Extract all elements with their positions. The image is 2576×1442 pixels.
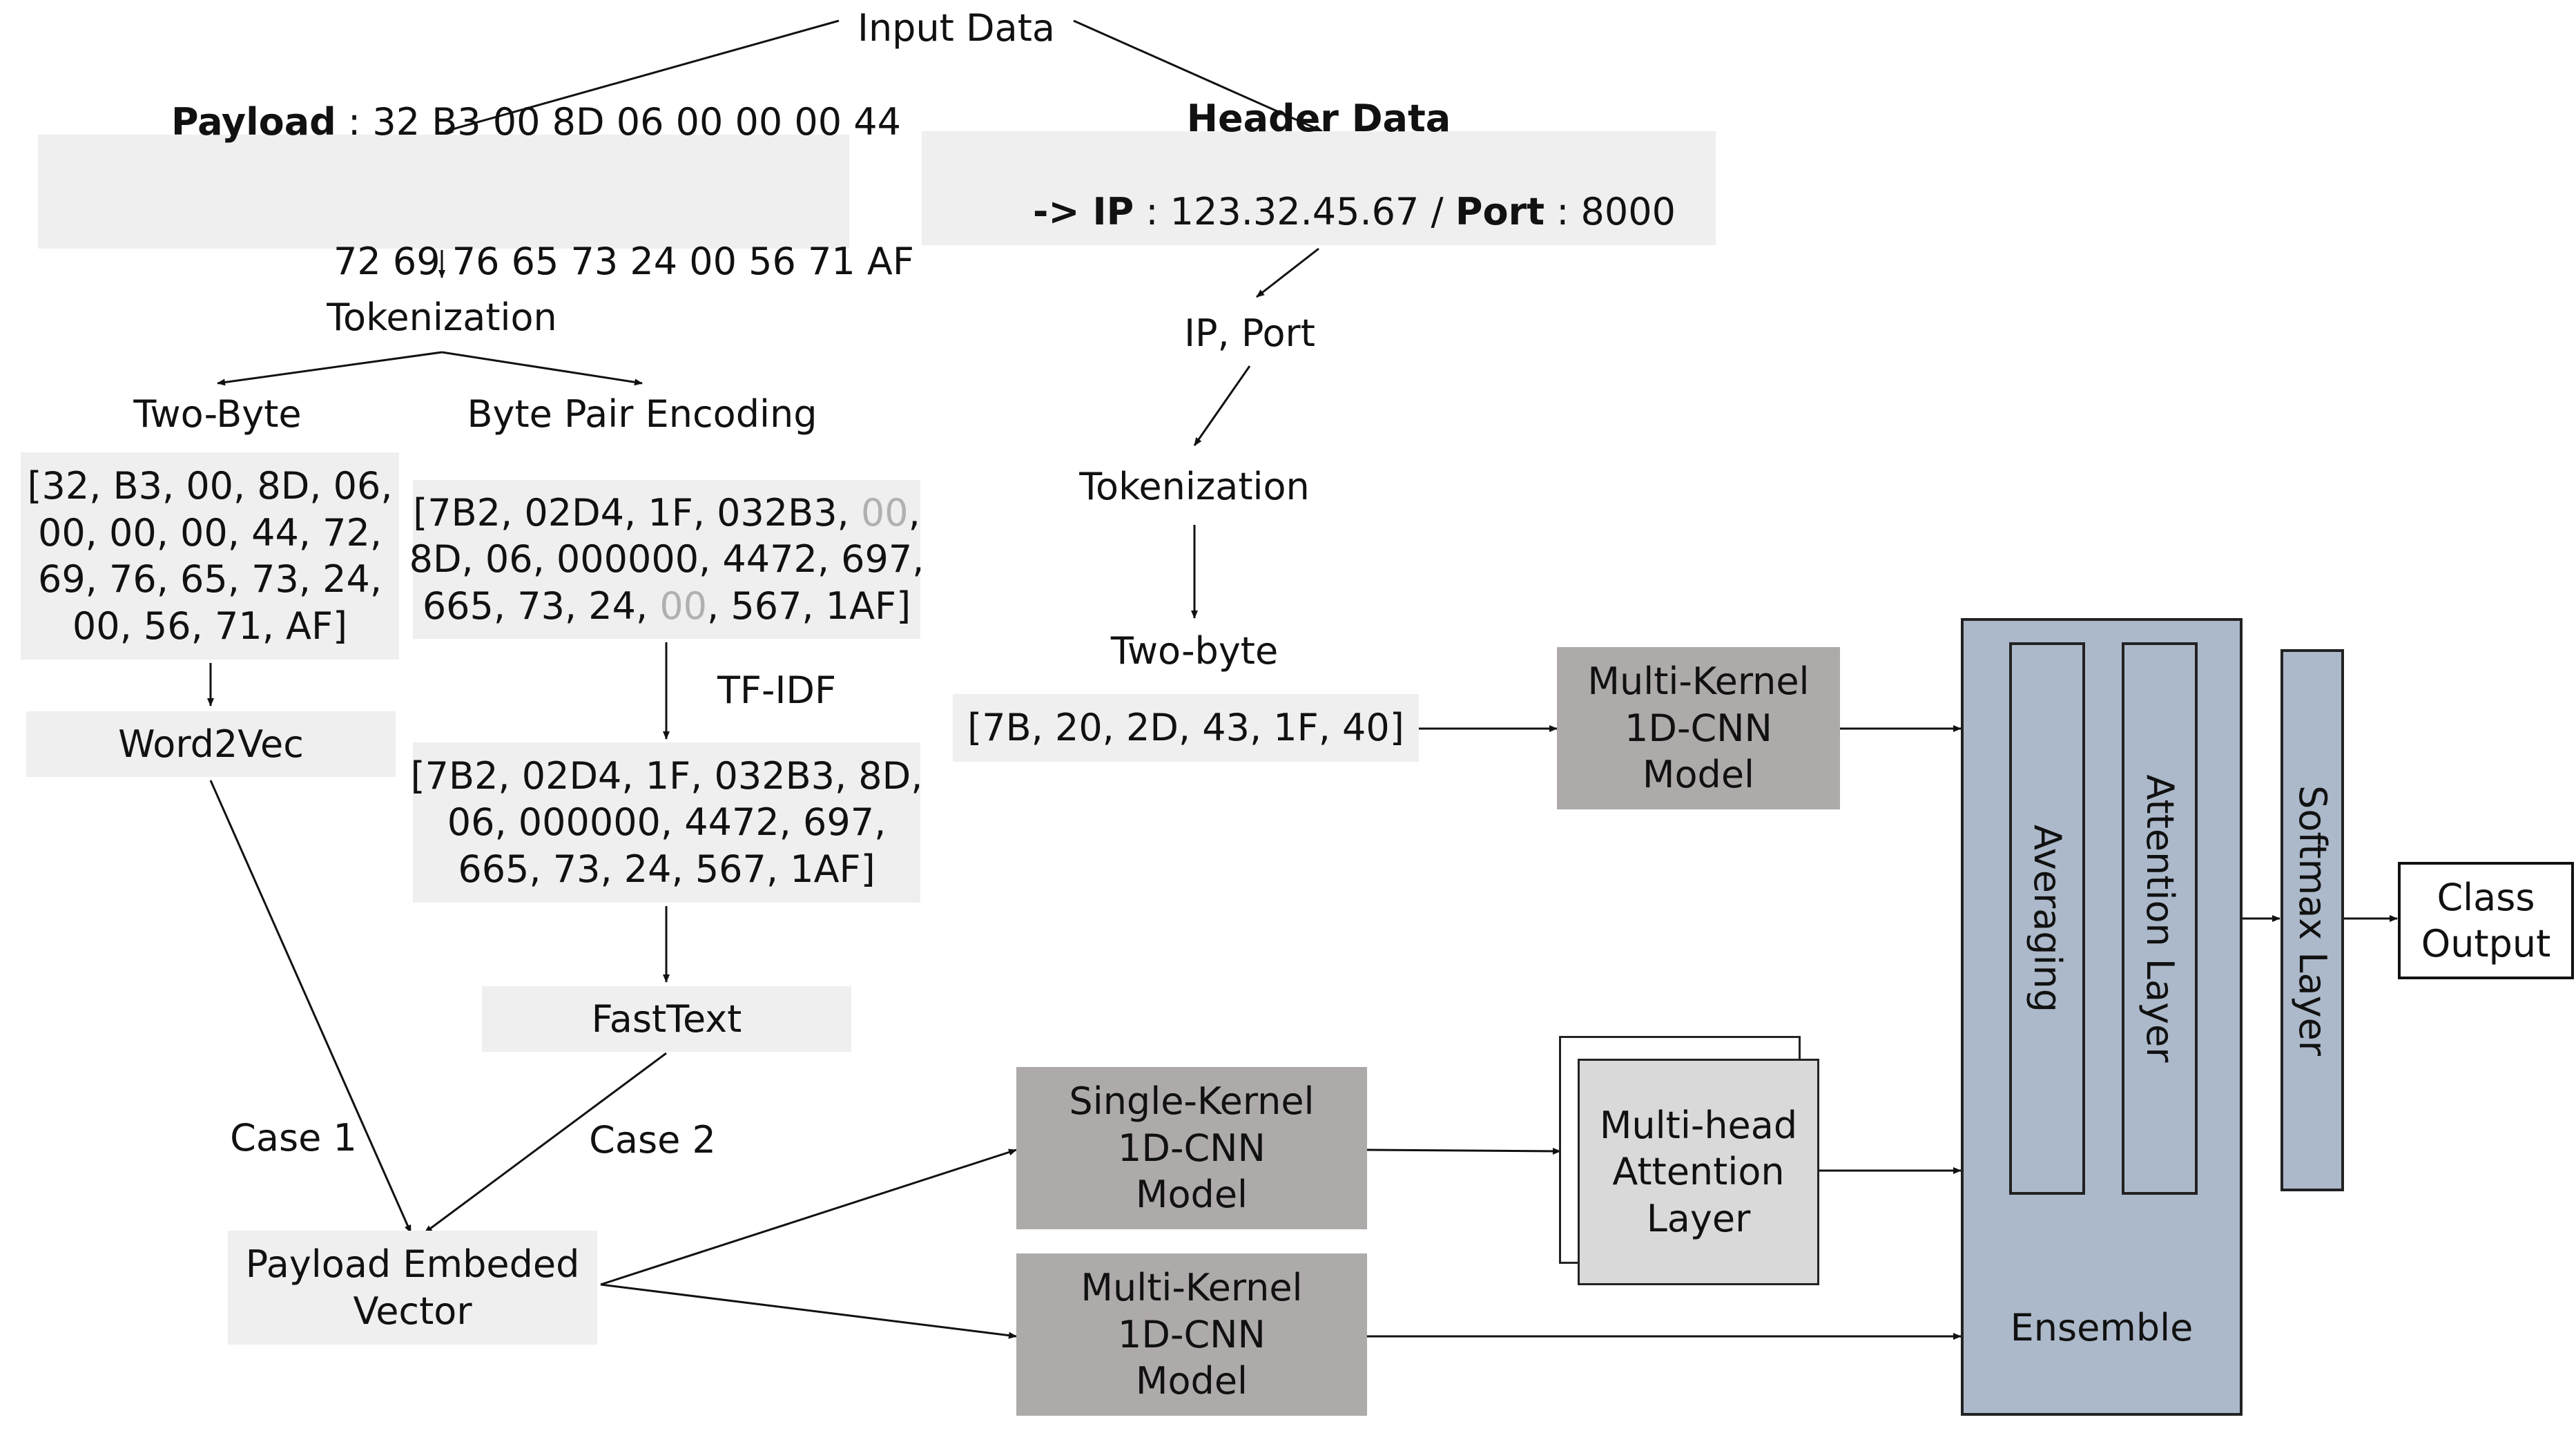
payload-key: Payload — [171, 99, 336, 144]
input-data-label: Input Data — [858, 6, 1055, 50]
tfidf-tokens-box: [7B2, 02D4, 1F, 032B3, 8D, 06, 000000, 4… — [411, 742, 922, 903]
two-byte-tokens-box: [32, B3, 00, 8D, 06, 00, 00, 00, 44, 72,… — [21, 452, 399, 660]
attention-layer: Attention Layer — [2122, 642, 2198, 1195]
averaging-layer: Averaging — [2009, 642, 2085, 1195]
arrow-fasttext-to-vector — [424, 1052, 667, 1234]
arrow-header-to-ipport — [1256, 247, 1319, 298]
removed-token: 00 — [659, 584, 708, 628]
arrow-vector-to-skcnn — [600, 1148, 1017, 1286]
ensemble-label: Ensemble — [2010, 1305, 2194, 1349]
tokenization-right-label: Tokenization — [1079, 465, 1310, 509]
softmax-layer: Softmax Layer — [2280, 649, 2344, 1191]
payload-bytes-line1: 32 B3 00 8D 06 00 00 00 44 — [372, 99, 901, 144]
fasttext-box: FastText — [482, 986, 851, 1052]
arrow-vector-to-mkcnn — [600, 1283, 1017, 1339]
bpe-tokens-box: [7B2, 02D4, 1F, 032B3, 00, 8D, 06, 00000… — [409, 480, 924, 639]
arrow-tokenization-to-bpe — [441, 351, 643, 386]
mk-cnn-payload-model: Multi-Kernel 1D-CNN Model — [1016, 1253, 1367, 1416]
ip-port-label: IP, Port — [1184, 311, 1315, 355]
removed-token: 00 — [860, 490, 909, 535]
case2-label: Case 2 — [589, 1117, 716, 1162]
arrow-tokenization-to-twobyte — [217, 351, 443, 386]
arrow-ipport-to-tokenization — [1193, 365, 1251, 446]
payload-embedded-vector-box: Payload Embeded Vector — [228, 1231, 597, 1345]
sk-cnn-model: Single-Kernel 1D-CNN Model — [1016, 1067, 1367, 1229]
payload-box: Payload : 32 B3 00 8D 06 00 00 00 44 72 … — [38, 100, 914, 283]
word2vec-box: Word2Vec — [26, 711, 396, 777]
payload-bytes-line2: 72 69 76 65 73 24 00 56 71 AF — [333, 240, 914, 283]
multi-head-attention-layer: Multi-head Attention Layer — [1578, 1059, 1819, 1285]
arrow-word2vec-to-vector — [209, 780, 412, 1233]
two-byte-label: Two-Byte — [133, 392, 302, 436]
header-ip-key: IP — [1092, 189, 1134, 233]
class-output-box: Class Output — [2398, 862, 2574, 979]
tokenization-left-label: Tokenization — [327, 296, 557, 340]
header-port-key: Port — [1455, 189, 1545, 233]
bpe-label: Byte Pair Encoding — [467, 392, 817, 436]
case1-label: Case 1 — [230, 1115, 357, 1160]
two-byte-right-label: Two-byte — [1110, 628, 1279, 673]
arrow-input-to-header — [1073, 19, 1323, 133]
ensemble-block: Ensemble — [1961, 618, 2243, 1416]
arrow-input-to-payload — [445, 19, 840, 133]
header-tokens-box: [7B, 20, 2D, 43, 1F, 40] — [953, 694, 1419, 762]
header-title: Header Data — [1186, 96, 1451, 140]
mk-cnn-header-model: Multi-Kernel 1D-CNN Model — [1557, 647, 1840, 809]
arrow-skcnn-to-mha — [1366, 1147, 1561, 1155]
tfidf-label: TF-IDF — [717, 669, 837, 713]
header-data-box: Header Data -> IP : 123.32.45.67 / Port … — [922, 97, 1716, 245]
